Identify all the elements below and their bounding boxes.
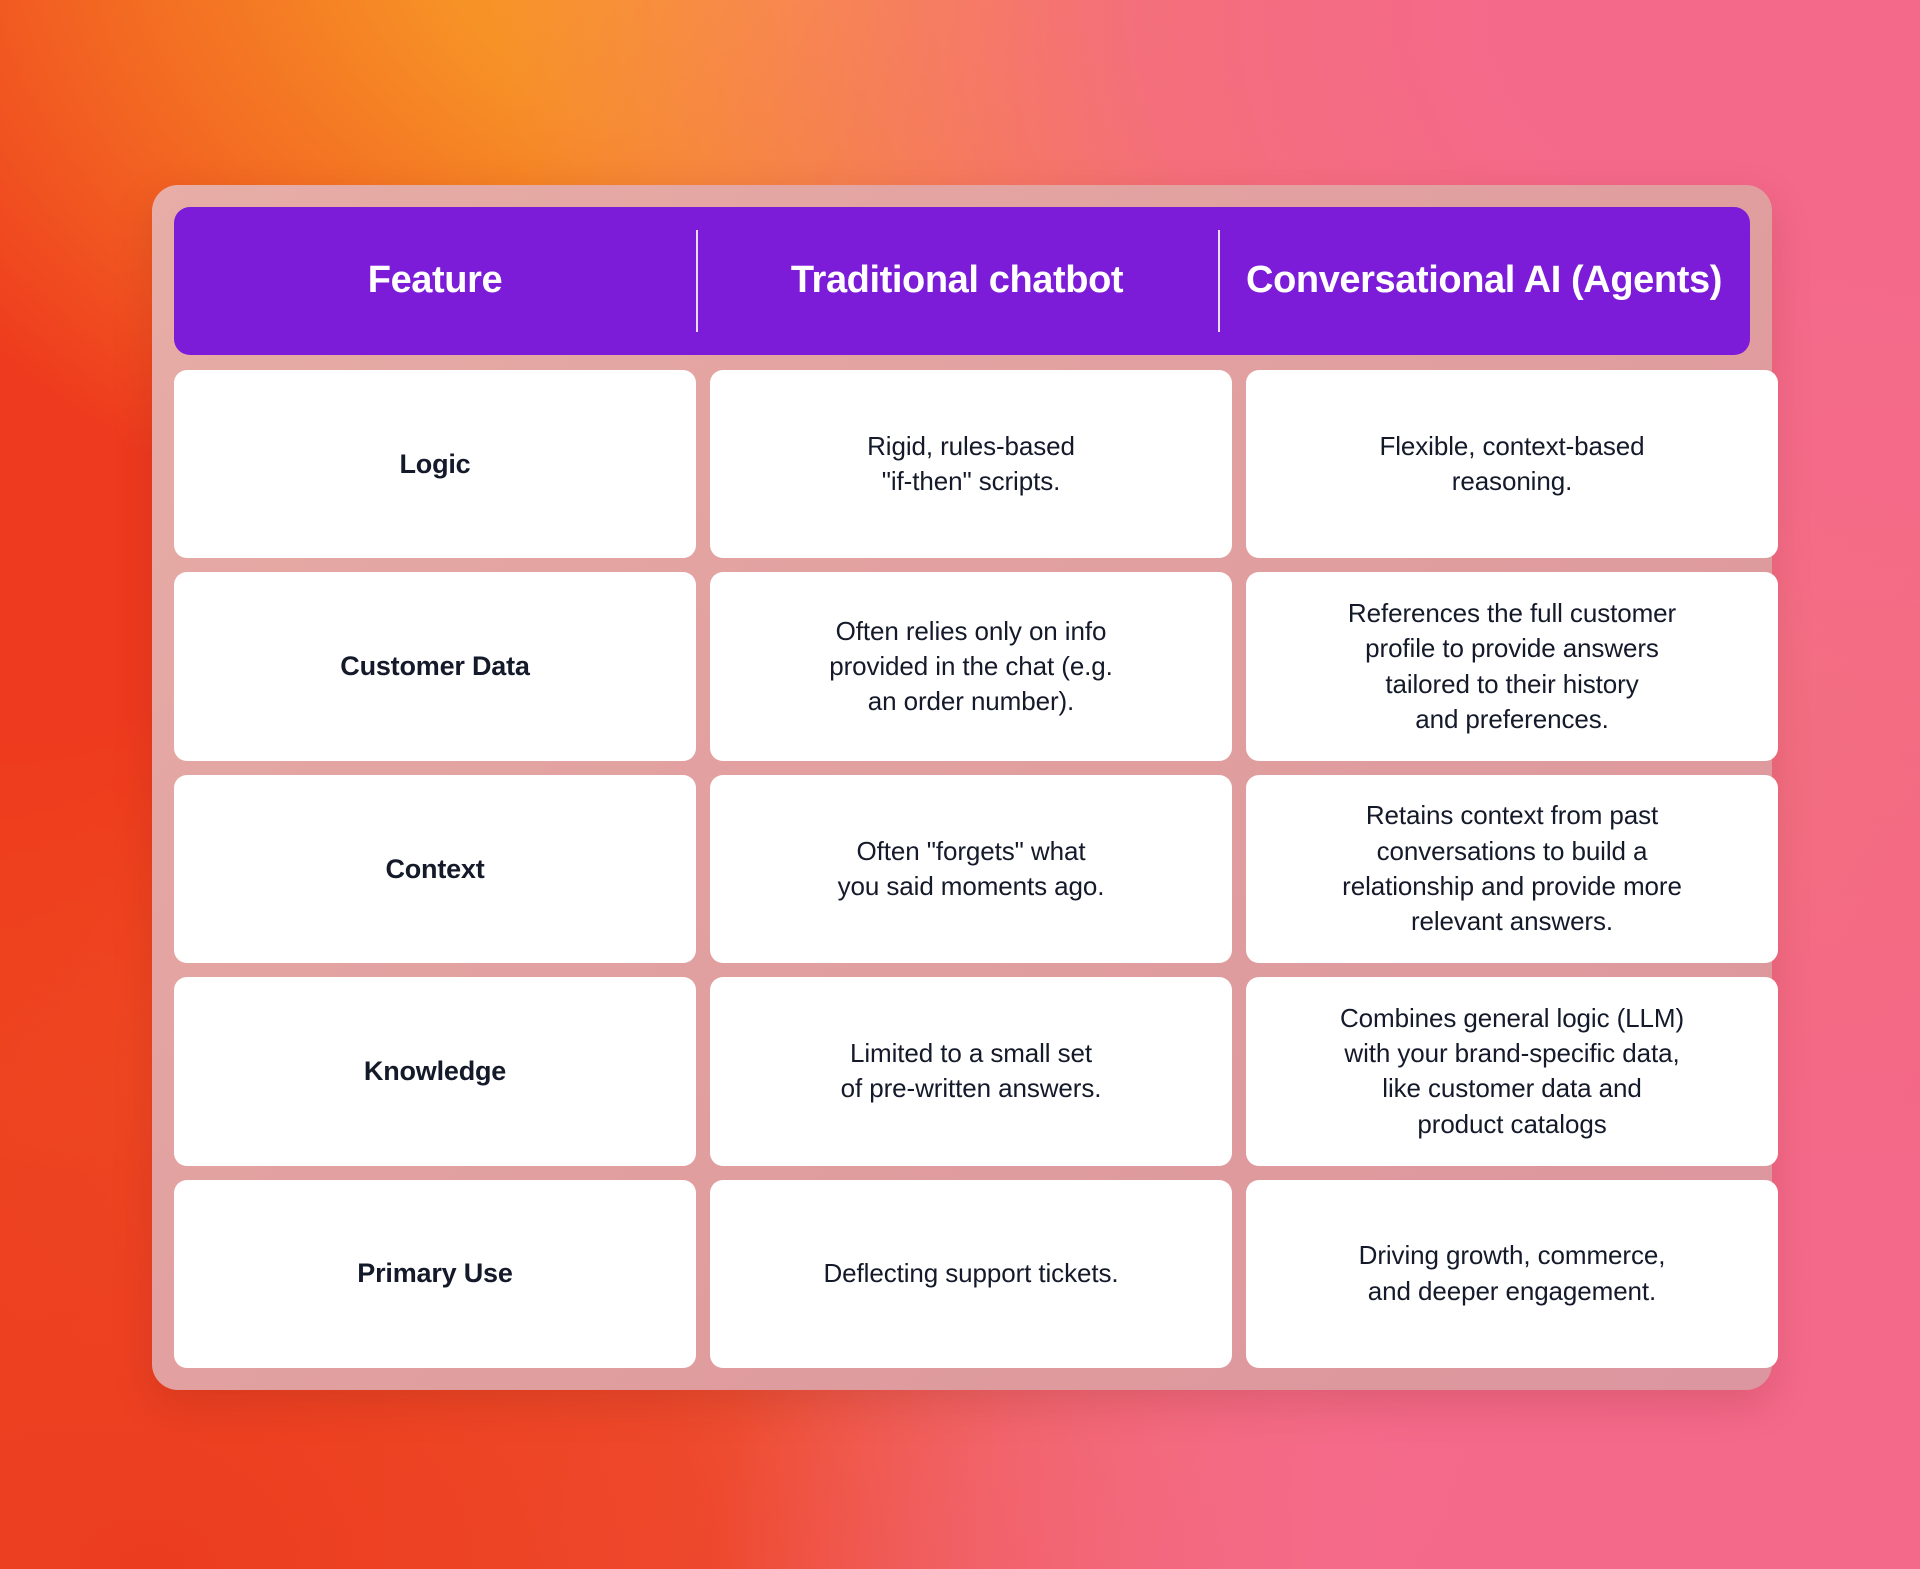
cell-conversational-logic: Flexible, context-based reasoning.	[1246, 370, 1778, 559]
cell-traditional-context: Often "forgets" what you said moments ag…	[710, 774, 1232, 964]
feature-label-customer-data: Customer Data	[174, 572, 696, 761]
table-row: Context Often "forgets" what you said mo…	[174, 774, 1778, 964]
cell-conversational-primary-use: Driving growth, commerce, and deeper eng…	[1246, 1179, 1778, 1369]
feature-label-knowledge: Knowledge	[174, 977, 696, 1166]
cell-conversational-customer-data: References the full customer profile to …	[1246, 572, 1778, 761]
table-row: Customer Data Often relies only on info …	[174, 572, 1778, 761]
table-row: Primary Use Deflecting support tickets. …	[174, 1179, 1778, 1369]
table-body: Logic Rigid, rules-based "if-then" scrip…	[174, 370, 1778, 1369]
column-header-traditional-chatbot: Traditional chatbot	[696, 207, 1218, 355]
comparison-table-panel: Feature Traditional chatbot Conversation…	[152, 185, 1778, 1390]
table-header-row: Feature Traditional chatbot Conversation…	[174, 207, 1750, 355]
table-row: Knowledge Limited to a small set of pre-…	[174, 977, 1778, 1166]
cell-traditional-knowledge: Limited to a small set of pre-written an…	[710, 977, 1232, 1166]
cell-conversational-context: Retains context from past conversations …	[1246, 774, 1778, 964]
cell-traditional-primary-use: Deflecting support tickets.	[710, 1179, 1232, 1369]
table-row: Logic Rigid, rules-based "if-then" scrip…	[174, 370, 1778, 559]
cell-traditional-customer-data: Often relies only on info provided in th…	[710, 572, 1232, 761]
cell-traditional-logic: Rigid, rules-based "if-then" scripts.	[710, 370, 1232, 559]
cell-conversational-knowledge: Combines general logic (LLM) with your b…	[1246, 977, 1778, 1166]
feature-label-context: Context	[174, 774, 696, 964]
feature-label-logic: Logic	[174, 370, 696, 559]
feature-label-primary-use: Primary Use	[174, 1179, 696, 1369]
column-header-conversational-ai: Conversational AI (Agents)	[1218, 207, 1750, 355]
column-header-feature: Feature	[367, 259, 503, 302]
